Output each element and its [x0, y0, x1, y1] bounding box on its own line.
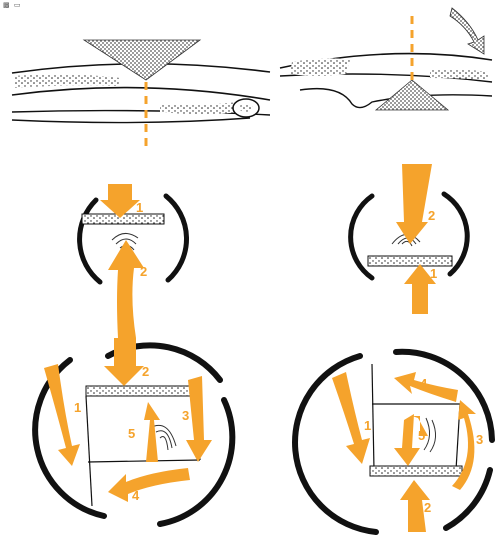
- panel-left-large: 2 1 3 5 4: [35, 338, 232, 524]
- arrow-1-label: 1: [74, 400, 81, 415]
- arrow-4-label: 4: [420, 376, 428, 391]
- pressure-indicator: [84, 40, 200, 80]
- arrow-4-label: 4: [132, 488, 140, 503]
- arrow-1-label: 1: [430, 266, 437, 281]
- arrow-1-label: 1: [136, 200, 143, 215]
- arrow-2-label: 2: [140, 264, 147, 279]
- arrow-5-label: 5: [128, 426, 135, 441]
- arrow-3: [186, 376, 212, 462]
- arrow-2-label: 2: [424, 500, 431, 515]
- arrow-2: [396, 164, 432, 244]
- arrow-2: [108, 240, 144, 338]
- arrow-1-label: 1: [364, 418, 371, 433]
- panel-left-small: 1 2: [80, 184, 187, 338]
- arrow-3-label: 3: [182, 408, 189, 423]
- arrow-2-label: 2: [142, 364, 149, 379]
- panel-right-large: 1 4 5 3 2: [295, 352, 492, 532]
- cross-section-right: [280, 8, 492, 110]
- arrow-1: [44, 364, 80, 466]
- arrow-1: [100, 184, 140, 218]
- arrow-4: [108, 468, 190, 502]
- arrow-5: [394, 414, 420, 466]
- cross-section-left: [12, 40, 270, 152]
- arrow-3-label: 3: [476, 432, 483, 447]
- arrow-2-label: 2: [428, 208, 435, 223]
- panel-right-small: 2 1: [351, 164, 468, 314]
- arrow-5: [144, 402, 160, 462]
- direction-arrow-icon: [450, 8, 484, 54]
- arrow-5-label: 5: [418, 428, 425, 443]
